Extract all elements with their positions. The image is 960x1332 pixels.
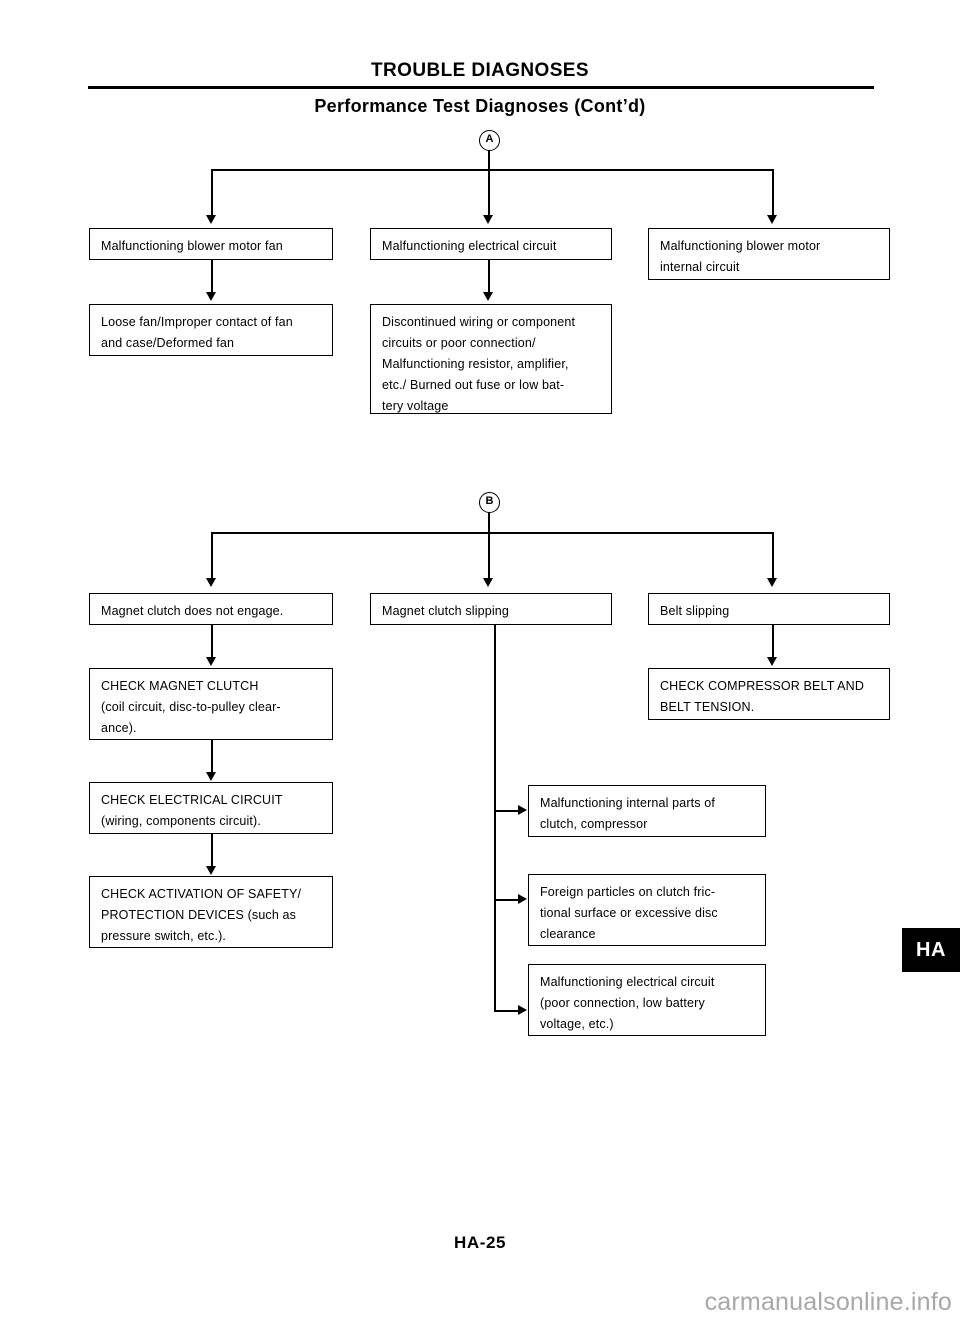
connector-b1-step2 — [211, 740, 213, 774]
watermark: carmanualsonline.info — [704, 1288, 952, 1316]
connector-b-drop-2 — [488, 532, 490, 580]
connector-b-stem — [488, 512, 490, 533]
flow-b-symptom-1: Magnet clutch does not engage. — [89, 593, 333, 625]
connector-b-bus — [211, 532, 773, 534]
connector-a-drop-3 — [772, 169, 774, 217]
flow-marker-b: B — [479, 492, 500, 513]
arrow-b1-step3 — [206, 866, 216, 875]
arrow-b-1 — [206, 578, 216, 587]
connector-a-cause-1 — [211, 260, 213, 294]
flow-b1-step-2: CHECK ELECTRICAL CIRCUIT (wiring, compon… — [89, 782, 333, 834]
arrow-a-3 — [767, 215, 777, 224]
flow-b1-step-1: CHECK MAGNET CLUTCH (coil circuit, disc-… — [89, 668, 333, 740]
flow-b2-cause-1: Malfunctioning internal parts of clutch,… — [528, 785, 766, 837]
connector-a-drop-1 — [211, 169, 213, 217]
flow-marker-a: A — [479, 130, 500, 151]
arrow-b2-2 — [518, 894, 527, 904]
page-title: TROUBLE DIAGNOSES — [371, 60, 589, 81]
flow-b3-step-1: CHECK COMPRESSOR BELT AND BELT TENSION. — [648, 668, 890, 720]
connector-b2-spine — [494, 625, 496, 1011]
arrow-b-3 — [767, 578, 777, 587]
connector-b1-step3 — [211, 834, 213, 868]
title-rule — [88, 86, 874, 89]
arrow-b-2 — [483, 578, 493, 587]
section-tab-ha: HA — [902, 928, 960, 972]
arrow-b2-1 — [518, 805, 527, 815]
flow-a-cause-2: Discontinued wiring or component circuit… — [370, 304, 612, 414]
connector-b2-branch-1 — [494, 810, 522, 812]
flow-a-symptom-2: Malfunctioning electrical circuit — [370, 228, 612, 260]
connector-b-drop-3 — [772, 532, 774, 580]
arrow-b3-step1 — [767, 657, 777, 666]
connector-b2-branch-2 — [494, 899, 522, 901]
flow-a-symptom-1: Malfunctioning blower motor fan — [89, 228, 333, 260]
connector-b1-step1 — [211, 625, 213, 659]
connector-b3-step1 — [772, 625, 774, 659]
arrow-a-1 — [206, 215, 216, 224]
connector-b2-branch-3 — [494, 1010, 522, 1012]
arrow-a-cause-2 — [483, 292, 493, 301]
page-number: HA-25 — [453, 1233, 507, 1252]
connector-a-bus — [211, 169, 773, 171]
connector-a-stem — [488, 150, 490, 170]
flow-a-cause-1: Loose fan/Improper contact of fan and ca… — [89, 304, 333, 356]
flow-b2-cause-2: Foreign particles on clutch fric- tional… — [528, 874, 766, 946]
flow-a-symptom-3: Malfunctioning blower motor internal cir… — [648, 228, 890, 280]
connector-b-drop-1 — [211, 532, 213, 580]
connector-a-drop-2 — [488, 169, 490, 217]
arrow-b2-3 — [518, 1005, 527, 1015]
arrow-a-2 — [483, 215, 493, 224]
page-subtitle: Performance Test Diagnoses (Cont’d) — [314, 96, 646, 116]
flow-b-symptom-3: Belt slipping — [648, 593, 890, 625]
flow-b1-step-3: CHECK ACTIVATION OF SAFETY/ PROTECTION D… — [89, 876, 333, 948]
arrow-b1-step2 — [206, 772, 216, 781]
arrow-a-cause-1 — [206, 292, 216, 301]
flow-b2-cause-3: Malfunctioning electrical circuit (poor … — [528, 964, 766, 1036]
arrow-b1-step1 — [206, 657, 216, 666]
flow-b-symptom-2: Magnet clutch slipping — [370, 593, 612, 625]
connector-a-cause-2 — [488, 260, 490, 294]
